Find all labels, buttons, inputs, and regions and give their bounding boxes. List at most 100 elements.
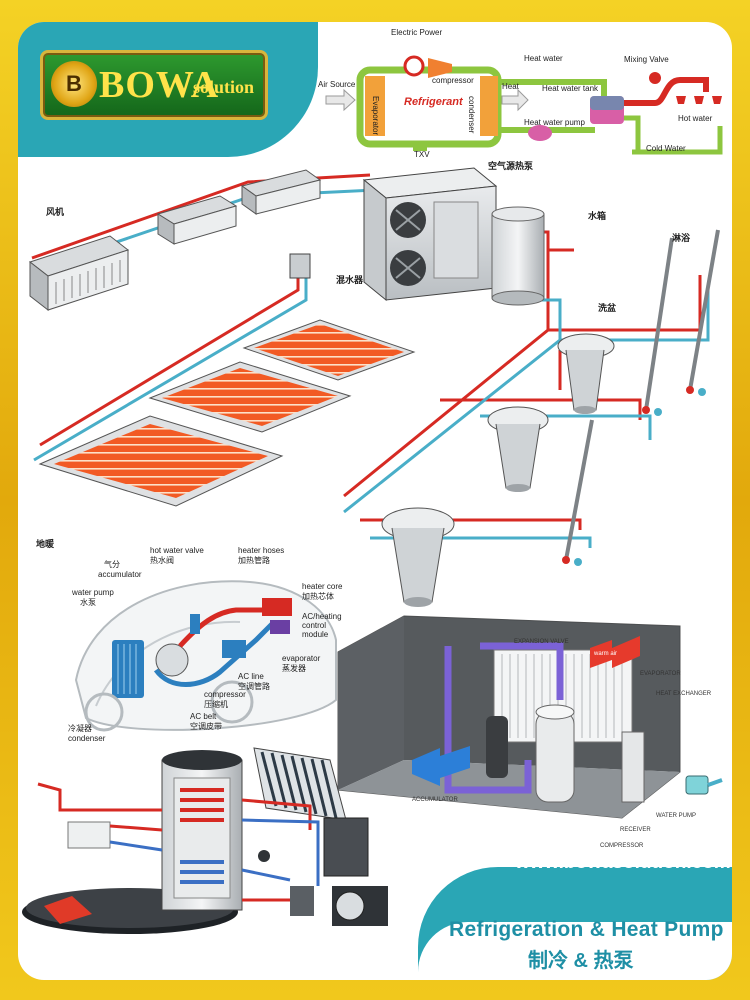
label-car-compressor: compressor [204,690,246,699]
label-ac-belt: AC belt [190,712,217,721]
heater-core [262,598,292,616]
label-heat-water-tank: Heat water tank [542,84,599,93]
label-mixing-valve: Mixing Valve [624,55,669,64]
washbasin [487,406,549,492]
shower-heads-icon [676,96,722,104]
circulation-pump [258,850,270,862]
compressor-symbol [403,55,425,77]
cold-water-pipe [632,126,723,155]
label-warm-air: warm air [594,651,618,657]
condenser-coil [480,76,498,136]
label-hot-water-valve: hot water valve [150,546,204,555]
caption-english: Refrigeration & Heat Pump [449,918,724,941]
label-heat-water: Heat water [524,54,563,63]
label-control-module-1: AC/heating [302,612,342,621]
label-heat: Heat [502,82,519,91]
water-mixer [289,253,311,279]
water-tank [491,206,545,306]
car-evaporator [222,640,246,658]
label-water-pump-zh: 水泵 [80,598,96,607]
label-room-water-pump: WATER PUMP [656,813,696,819]
label-heater-core-zh: 加热芯体 [302,592,334,601]
warm-air-arrow [590,636,640,668]
label-hot-water-valve-zh: 热水阀 [150,556,174,565]
floor-heating-panel [38,415,284,507]
label-room-accumulator: ACCUMULATOR [412,797,458,803]
accumulator-tank [486,716,508,778]
water-pump [685,775,723,795]
shower-pipe [564,229,720,561]
label-heater-hoses-zh: 加热管路 [238,556,270,565]
refrigeration-room-diagram [337,615,723,819]
cold-air-arrow [412,746,470,786]
label-water-mixer: 混水器 [336,275,364,285]
storage-cylinder [161,750,243,911]
solar-collector [253,747,347,821]
label-hot-water: Hot water [678,114,713,123]
label-car-compressor-zh: 压缩机 [204,700,228,709]
label-car-evaporator-zh: 蒸发器 [282,664,306,673]
house-system-diagram [28,167,720,607]
label-receiver: RECEIVER [620,827,651,833]
label-water-pump: water pump [72,588,114,597]
plate-heat-exchanger [290,886,314,916]
label-cold-water: Cold Water [646,144,686,153]
label-heat-exchanger: HEAT EXCHANGER [656,691,712,697]
floor-heating-panel [148,361,352,433]
fan-coil-unit [28,235,130,312]
label-heater-hoses: heater hoses [238,546,285,555]
evaporator-coil [365,76,385,136]
label-car-evaporator: evaporator [282,654,321,663]
label-heater-core: heater core [302,582,343,591]
label-accumulator-zh: 气分 [104,560,120,569]
label-evaporator: Evaporator [371,96,380,136]
label-fan-coil: 风机 [46,207,65,217]
hot-water-pipe [624,77,709,106]
air-source-arrow [325,88,356,112]
label-refrigerant: Refrigerant [404,96,463,108]
label-compressor: compressor [432,76,474,85]
heat-exchanger [621,731,645,803]
solar-heating-diagram [22,747,388,934]
ac-control-module [270,620,290,634]
label-control-module-3: module [302,630,329,639]
heat-water-pump [528,125,552,141]
label-air-source-heat-pump: 空气源热泵 [488,161,534,171]
car-compressor [155,643,189,677]
car-accumulator [190,614,200,634]
compressor-unit [535,704,575,803]
washbasin [381,507,455,607]
radiator [67,821,111,849]
heat-arrow [501,88,529,112]
txv-symbol [413,144,427,151]
label-accumulator: accumulator [98,570,142,579]
label-condenser: condenser [467,96,476,134]
control-cabinet [323,817,369,877]
label-expansion-valve: EXPANSION VALVE [514,639,569,645]
label-room-compressor: COMPRESSOR [600,843,644,849]
washbasin [557,333,615,414]
compressor-arrow [428,58,452,78]
label-washbasin: 洗盆 [598,303,617,313]
label-floor-heating: 地暖 [36,539,55,549]
label-heat-water-pump: Heat water pump [524,118,585,127]
label-car-condenser-zh: 冷凝器 [68,724,92,733]
car-condenser [112,640,144,698]
car-ac-diagram [74,580,337,732]
floor-heating-panel [242,319,416,381]
label-air-source: Air Source [318,80,356,89]
heat-water-pipe [498,79,607,100]
label-room-evaporator: EVAPORATOR [640,671,681,677]
heat-pump-cycle-diagram [325,55,723,155]
label-ac-line-zh: 空调管路 [238,682,270,691]
air-source-heat-pump-unit [362,167,498,302]
label-water-tank: 水箱 [588,211,607,221]
website-url[interactable]: www.bowasolution.com [515,852,731,873]
label-electric-power: Electric Power [391,28,443,37]
mixing-valve [649,72,661,84]
label-ac-line: AC line [238,672,264,681]
label-shower: 淋浴 [672,233,691,243]
label-txv: TXV [414,150,430,159]
caption-chinese: 制冷 & 热泵 [528,950,634,972]
